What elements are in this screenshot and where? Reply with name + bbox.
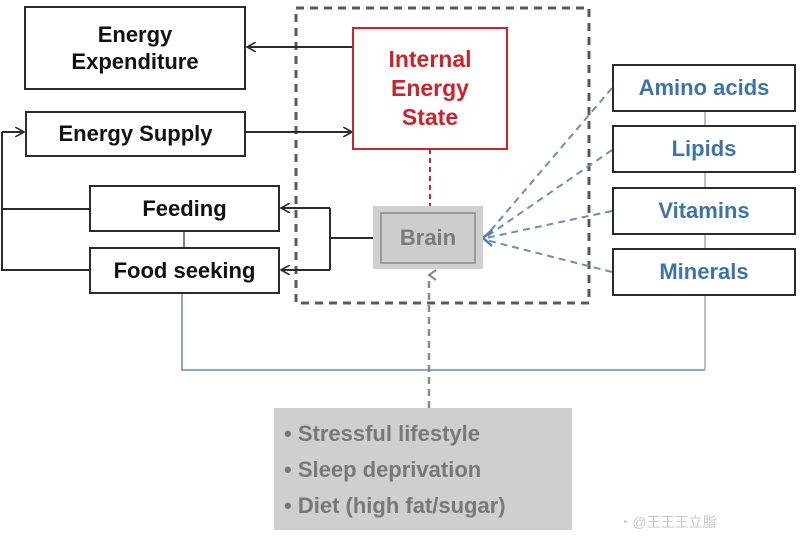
amino-acids-signal-line xyxy=(485,87,613,237)
bullet: • xyxy=(284,421,292,446)
internal-state-line1: Internal xyxy=(388,46,472,73)
factor-label: Stressful lifestyle xyxy=(297,421,481,446)
feeding-label: Feeding xyxy=(142,195,227,221)
brain-region-dashed-boundary xyxy=(294,6,591,305)
lifestyle-factors-box: • Stressful lifestyle • Sleep deprivatio… xyxy=(274,408,572,530)
factor-label: Diet (high fat/sugar) xyxy=(297,493,506,518)
food-seeking-box: Food seeking xyxy=(89,247,280,294)
internal-state-line3: State xyxy=(401,103,459,130)
nutrient-label: Minerals xyxy=(659,259,749,285)
vitamins-signal-line xyxy=(485,210,613,239)
bullet: • xyxy=(284,457,292,482)
feedback-loop-line-food-seeking xyxy=(1,209,90,271)
nutrient-label: Amino acids xyxy=(638,75,770,101)
energy-expenditure-box: Energy Expenditure xyxy=(24,6,246,90)
food-seeking-label: Food seeking xyxy=(113,257,256,283)
nutrient-box-minerals: Minerals xyxy=(612,248,796,296)
energy-supply-label: Energy Supply xyxy=(58,121,213,147)
brain-box: Brain xyxy=(380,212,476,264)
watermark: ◔ @王王王立脂 xyxy=(620,512,717,532)
nutrient-box-vitamins: Vitamins xyxy=(612,187,796,235)
nutrient-box-lipids: Lipids xyxy=(612,125,796,173)
nutrient-arrowhead-icon xyxy=(481,229,493,247)
factor-item: • Stressful lifestyle xyxy=(284,416,572,452)
factor-label: Sleep deprivation xyxy=(297,457,482,482)
energy-expenditure-label-line1: Energy xyxy=(97,21,173,47)
internal-energy-state-box: Internal Energy State xyxy=(352,27,508,150)
nutrient-label: Vitamins xyxy=(658,198,750,224)
lipids-signal-line xyxy=(485,149,613,238)
nutrient-label: Lipids xyxy=(671,136,737,162)
bullet: • xyxy=(284,493,292,518)
nutrient-signal-lines xyxy=(485,87,613,273)
watermark-text: @王王王立脂 xyxy=(632,514,717,530)
minerals-signal-line xyxy=(485,239,613,273)
internal-state-line2: Energy xyxy=(391,75,469,102)
energy-supply-box: Energy Supply xyxy=(25,111,246,157)
brain-label: Brain xyxy=(399,225,457,250)
energy-expenditure-label-line2: Expenditure xyxy=(71,49,199,74)
weibo-icon: ◔ xyxy=(620,514,629,530)
factor-item: • Diet (high fat/sugar) xyxy=(284,488,572,524)
factor-item: • Sleep deprivation xyxy=(284,452,572,488)
feeding-box: Feeding xyxy=(89,185,280,232)
nutrient-intake-line xyxy=(181,292,705,371)
nutrient-box-amino-acids: Amino acids xyxy=(612,64,796,112)
